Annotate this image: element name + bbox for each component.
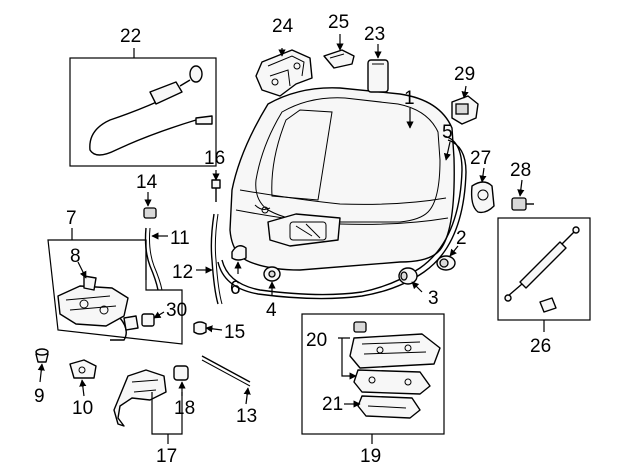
callout-13: 13 <box>236 406 257 427</box>
callout-6: 6 <box>230 278 241 299</box>
callout-3: 3 <box>428 288 439 309</box>
rod-12[interactable] <box>210 213 223 305</box>
bolt[interactable] <box>511 197 534 211</box>
cable-group-box <box>69 57 217 167</box>
tailgate-panel[interactable] <box>229 87 455 271</box>
bumper-stop-bracket[interactable] <box>470 181 495 214</box>
callout-15: 15 <box>224 322 245 343</box>
handle-base[interactable] <box>353 369 431 395</box>
bumper-2[interactable] <box>436 255 456 271</box>
handle-housing-20[interactable] <box>349 321 441 369</box>
callout-29: 29 <box>454 64 475 85</box>
callout-26: 26 <box>530 336 551 357</box>
callout-11: 11 <box>170 228 190 249</box>
bumper-3[interactable] <box>398 267 418 285</box>
callout-30: 30 <box>166 300 187 321</box>
callout-23: 23 <box>364 24 385 45</box>
callout-5: 5 <box>442 122 453 143</box>
callout-2: 2 <box>456 228 467 249</box>
callout-7: 7 <box>66 208 77 229</box>
cap-18[interactable] <box>173 365 189 381</box>
rod-16[interactable] <box>211 179 221 202</box>
rod-13[interactable] <box>201 355 251 387</box>
callout-20: 20 <box>306 330 327 351</box>
callout-24: 24 <box>272 16 294 37</box>
callout-10: 10 <box>72 398 93 419</box>
callout-25: 25 <box>328 12 349 33</box>
callout-16: 16 <box>204 148 225 169</box>
bumper-4[interactable] <box>263 266 281 282</box>
latch-assembly[interactable] <box>57 275 139 341</box>
callout-8: 8 <box>70 246 81 267</box>
callout-22: 22 <box>120 26 141 47</box>
release-cable[interactable] <box>89 65 213 156</box>
grommet-9[interactable] <box>35 348 49 363</box>
support-strut[interactable] <box>504 226 580 313</box>
handle-cover-21[interactable] <box>357 395 421 419</box>
trim-cover[interactable] <box>367 59 389 93</box>
callout-18: 18 <box>174 398 195 419</box>
callout-14: 14 <box>136 172 158 193</box>
weatherstrip[interactable] <box>217 135 467 300</box>
callout-17: 17 <box>156 446 177 467</box>
clip-15[interactable] <box>193 321 207 335</box>
handle-17[interactable] <box>113 369 167 427</box>
callout-21: 21 <box>322 394 343 415</box>
leader-lines <box>37 34 545 444</box>
hinge[interactable] <box>255 49 313 97</box>
callout-numbers: 1 2 3 4 5 6 7 8 9 10 11 12 13 14 15 16 1… <box>34 12 551 467</box>
callout-4: 4 <box>266 300 277 321</box>
handle-group-box <box>301 313 445 435</box>
rod-11[interactable] <box>144 227 163 291</box>
callout-27: 27 <box>470 148 491 169</box>
striker-10[interactable] <box>69 359 97 379</box>
callout-1: 1 <box>404 88 415 109</box>
callout-19: 19 <box>360 446 381 467</box>
hinge-cap[interactable] <box>323 49 355 69</box>
bracket-17 <box>151 392 183 435</box>
clip-30[interactable] <box>141 313 155 327</box>
callout-12: 12 <box>172 262 193 283</box>
callout-9: 9 <box>34 386 45 407</box>
latch-cover[interactable] <box>231 245 247 261</box>
clip-14[interactable] <box>143 207 157 219</box>
tailgate-clip[interactable] <box>451 95 479 125</box>
callout-28: 28 <box>510 160 531 181</box>
